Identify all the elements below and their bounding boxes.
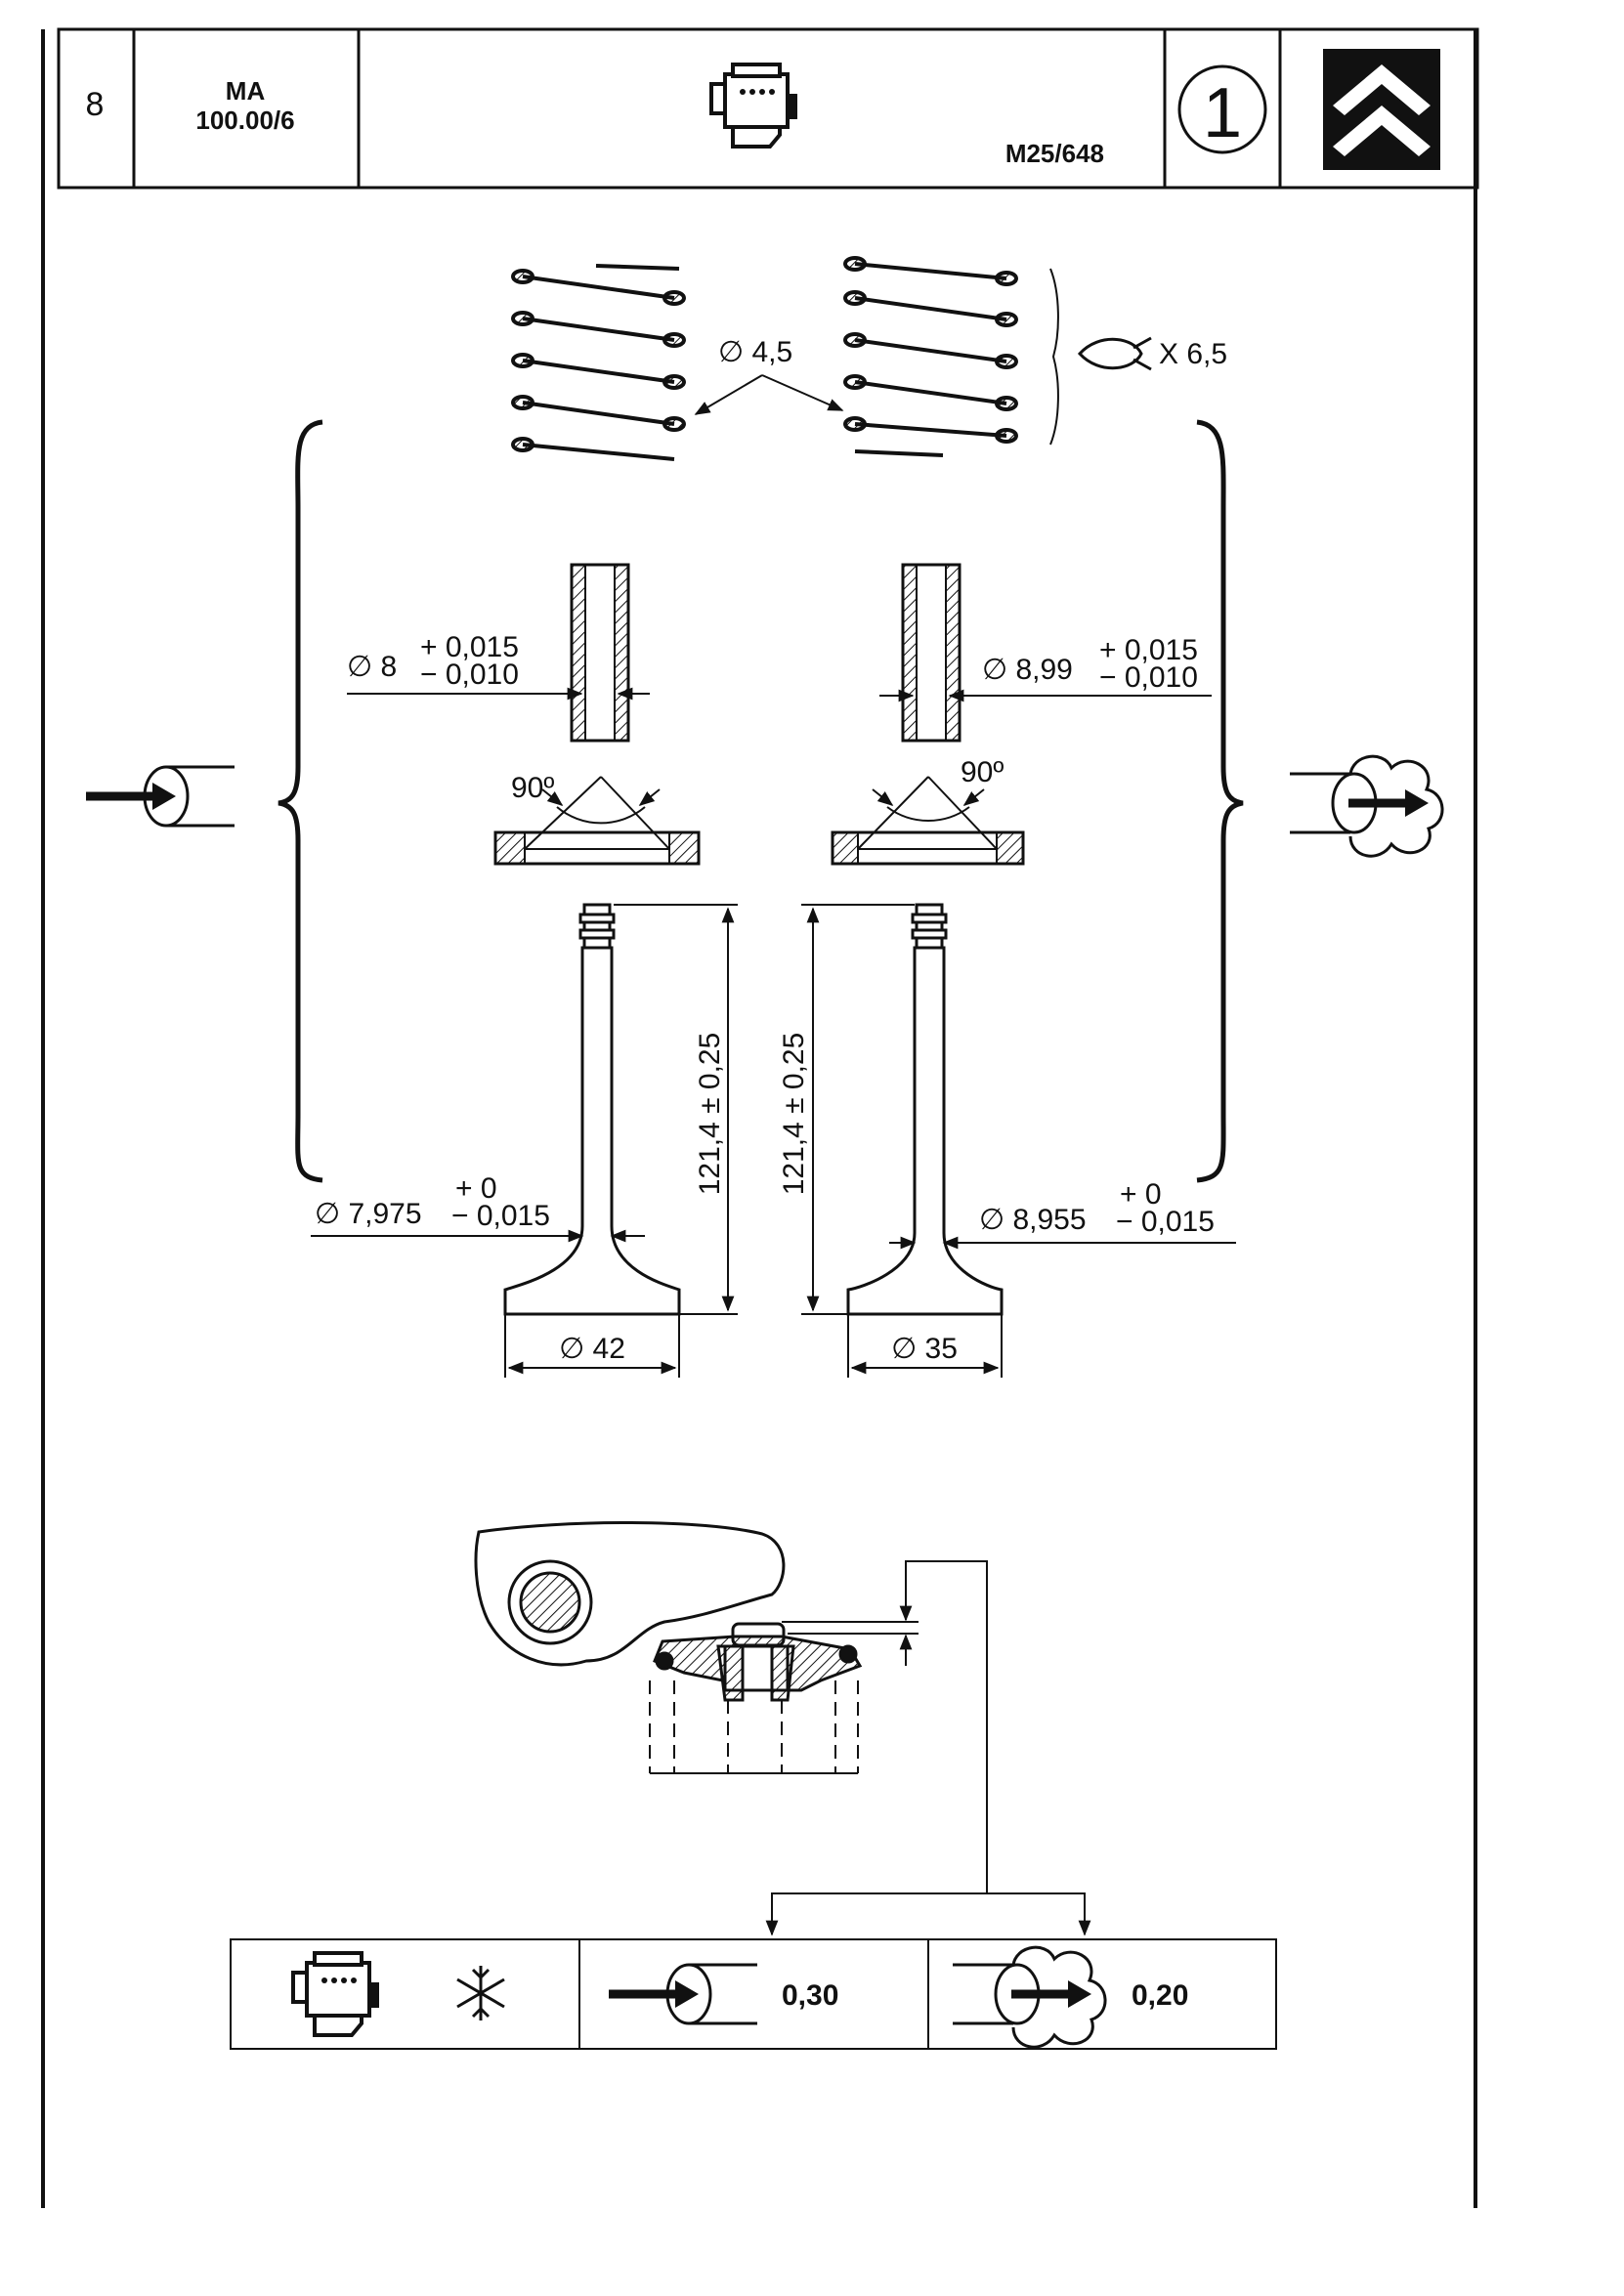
spring-exhaust	[843, 256, 1018, 457]
exhaust-cloud-icon	[953, 1947, 1105, 2047]
seat-intake	[493, 776, 701, 866]
section-badge-number: 1	[1203, 74, 1242, 152]
cylinder-head-hidden-lines	[649, 1680, 859, 1774]
spring-height-bracket	[1049, 268, 1059, 446]
stem-diameter-leaders	[311, 1229, 1236, 1250]
exhaust-cloud-icon	[1290, 756, 1442, 856]
clearance-callout	[765, 1560, 1091, 1936]
brace-exhaust	[1196, 419, 1244, 1183]
reference-code: M25/648	[1005, 139, 1104, 168]
doc-code-line2: 100.00/6	[195, 106, 294, 135]
intake-clearance-value: 0,30	[782, 1979, 838, 2012]
citroen-logo-icon	[1323, 49, 1440, 170]
intake-arrow-icon	[609, 1965, 757, 2023]
header-bar	[57, 27, 1479, 190]
valve-intake	[503, 903, 681, 1316]
page-frame	[41, 29, 1477, 2208]
intake-seat-angle: 90º	[511, 772, 554, 804]
head-diameter-dim-lines	[504, 1314, 1003, 1378]
guide-bore-leaders	[347, 687, 1212, 702]
valve-exhaust	[846, 903, 1004, 1316]
exhaust-seat-angle: 90º	[961, 756, 1004, 788]
doc-code-line1: MA	[226, 76, 266, 106]
intake-stem-tol-plus: + 0	[455, 1172, 497, 1205]
intake-valve-length: 121,4 ± 0,25	[694, 1033, 726, 1196]
intake-arrow-icon	[86, 767, 235, 826]
engine-icon	[291, 1951, 381, 2037]
exhaust-stem-tol-minus: − 0,015	[1116, 1206, 1215, 1238]
exhaust-guide-tol-minus: − 0,010	[1099, 661, 1198, 694]
intake-stem-tol-minus: − 0,015	[451, 1200, 550, 1232]
exhaust-guide-bore: ∅ 8,99	[982, 654, 1073, 686]
intake-guide-tol-plus: + 0,015	[420, 631, 519, 663]
intake-guide-tol-minus: − 0,010	[420, 659, 519, 691]
snowflake-icon	[456, 1966, 505, 2020]
exhaust-stem-diameter: ∅ 8,955	[979, 1204, 1087, 1236]
intake-guide-bore: ∅ 8	[347, 651, 397, 683]
exhaust-guide-tol-plus: + 0,015	[1099, 634, 1198, 666]
spring-count-label: X 6,5	[1159, 338, 1227, 370]
brace-intake	[278, 419, 323, 1183]
fish-symbol-icon	[1077, 336, 1152, 371]
intake-head-diameter: ∅ 42	[559, 1333, 625, 1365]
exhaust-stem-tol-plus: + 0	[1120, 1178, 1162, 1211]
intake-stem-diameter: ∅ 7,975	[315, 1198, 422, 1230]
rocker-arm-drawing	[474, 1521, 863, 1702]
guide-exhaust	[901, 563, 962, 743]
exhaust-valve-length: 121,4 ± 0,25	[778, 1033, 810, 1196]
page-number: 8	[86, 86, 105, 123]
valve-length-dim-lines	[614, 904, 915, 1315]
clearance-table	[230, 1938, 1277, 2050]
guide-intake	[570, 563, 630, 743]
exhaust-head-diameter: ∅ 35	[891, 1333, 958, 1365]
spring-intake	[511, 264, 686, 461]
engine-icon	[709, 63, 799, 149]
spring-wire-leader	[694, 374, 844, 415]
exhaust-clearance-value: 0,20	[1132, 1979, 1188, 2012]
spring-wire-diameter: ∅ 4,5	[718, 336, 792, 368]
section-badge	[1177, 64, 1267, 154]
seat-exhaust	[831, 776, 1025, 866]
